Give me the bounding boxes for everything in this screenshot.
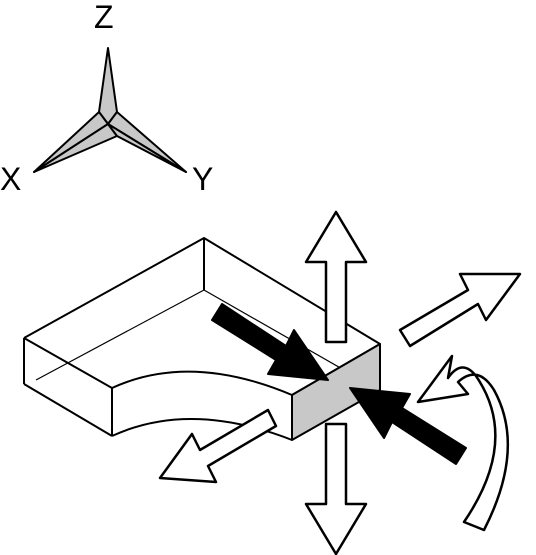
- arrow-down-hollow: [304, 422, 368, 555]
- axis-triad: Z X Y: [0, 0, 213, 197]
- axis-label-z: Z: [94, 0, 114, 35]
- arrow-up-hollow: [304, 210, 368, 344]
- curved-slab: [23, 237, 381, 441]
- arrow-diagonal-down-left-hollow: [158, 408, 278, 484]
- slab-left-bottom: [23, 383, 113, 437]
- triad-z-arm: [98, 47, 118, 125]
- triad-x-arm-lower: [33, 123, 118, 173]
- arrow-solid-upper-left: [211, 303, 329, 381]
- hollow-arrows: [158, 210, 522, 555]
- axis-label-y: Y: [192, 161, 213, 197]
- arrow-rotation-hollow: [416, 354, 510, 532]
- slab-hidden-edge-1: [35, 289, 205, 381]
- arrow-solid-lower-right: [349, 387, 467, 465]
- solid-arrows: [211, 303, 467, 465]
- axis-label-x: X: [0, 161, 21, 197]
- triad-y-arm: [107, 111, 187, 173]
- slab-top-inner-curve: [23, 337, 293, 396]
- triad-y-arm-lower: [107, 123, 187, 173]
- arrow-diagonal-up-right-hollow: [398, 272, 522, 348]
